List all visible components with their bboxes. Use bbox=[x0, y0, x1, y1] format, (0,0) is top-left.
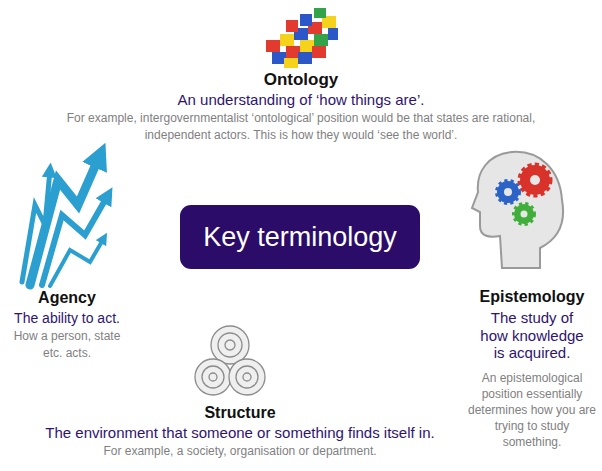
block bbox=[286, 46, 300, 58]
term-group: EpistemologyThe study of how knowledge i… bbox=[464, 287, 600, 450]
term-group: OntologyAn understanding of ‘how things … bbox=[52, 70, 550, 143]
rose bbox=[225, 340, 235, 350]
block bbox=[328, 28, 338, 40]
rose bbox=[211, 326, 249, 364]
term-note: For example, intergovernmentalist ‘ontol… bbox=[56, 110, 546, 143]
head-outline bbox=[472, 152, 563, 268]
block bbox=[312, 46, 326, 58]
term-definition: An understanding of ‘how things are’. bbox=[52, 90, 550, 110]
block bbox=[298, 52, 312, 64]
rose bbox=[243, 373, 251, 381]
block bbox=[280, 34, 294, 46]
block bbox=[300, 40, 314, 52]
gear-hub bbox=[504, 188, 512, 196]
arrow bbox=[22, 170, 50, 282]
block bbox=[266, 40, 280, 52]
term-heading: Epistemology bbox=[464, 287, 600, 307]
term-definition: The environment that someone or somethin… bbox=[5, 423, 475, 443]
arrow bbox=[42, 195, 108, 285]
rose bbox=[209, 373, 217, 381]
arrows-icon bbox=[22, 155, 108, 286]
term-heading: Agency bbox=[0, 288, 134, 308]
rose bbox=[218, 333, 242, 357]
term-heading: Structure bbox=[5, 403, 475, 423]
gear bbox=[514, 204, 534, 224]
gear bbox=[497, 181, 519, 203]
term-definition: The ability to act. bbox=[0, 308, 134, 328]
rose bbox=[229, 359, 265, 395]
blocks-icon bbox=[266, 8, 338, 68]
term-group: AgencyThe ability to act.How a person, s… bbox=[0, 288, 134, 361]
term-note: An epistemological position essentially … bbox=[467, 370, 597, 450]
rose bbox=[236, 366, 258, 388]
term-definition: The study of how knowledge is acquired. bbox=[478, 309, 586, 362]
gear-hub bbox=[521, 211, 528, 218]
gear bbox=[520, 165, 550, 195]
block bbox=[300, 14, 312, 26]
block bbox=[314, 8, 326, 18]
rose bbox=[202, 366, 224, 388]
structure-icon bbox=[195, 326, 265, 395]
term-heading: Ontology bbox=[52, 70, 550, 90]
term-group: StructureThe environment that someone or… bbox=[5, 403, 475, 460]
block bbox=[284, 58, 298, 68]
rose bbox=[195, 359, 231, 395]
term-note: For example, a society, organisation or … bbox=[20, 443, 460, 460]
block bbox=[272, 52, 286, 64]
gear-hub bbox=[530, 175, 540, 185]
title-box: Key terminology bbox=[180, 205, 420, 269]
block bbox=[286, 20, 298, 32]
block bbox=[314, 34, 328, 46]
term-note: How a person, state etc. acts. bbox=[7, 328, 127, 361]
head-icon bbox=[472, 152, 563, 268]
title-text: Key terminology bbox=[203, 222, 397, 253]
arrow bbox=[50, 238, 104, 286]
